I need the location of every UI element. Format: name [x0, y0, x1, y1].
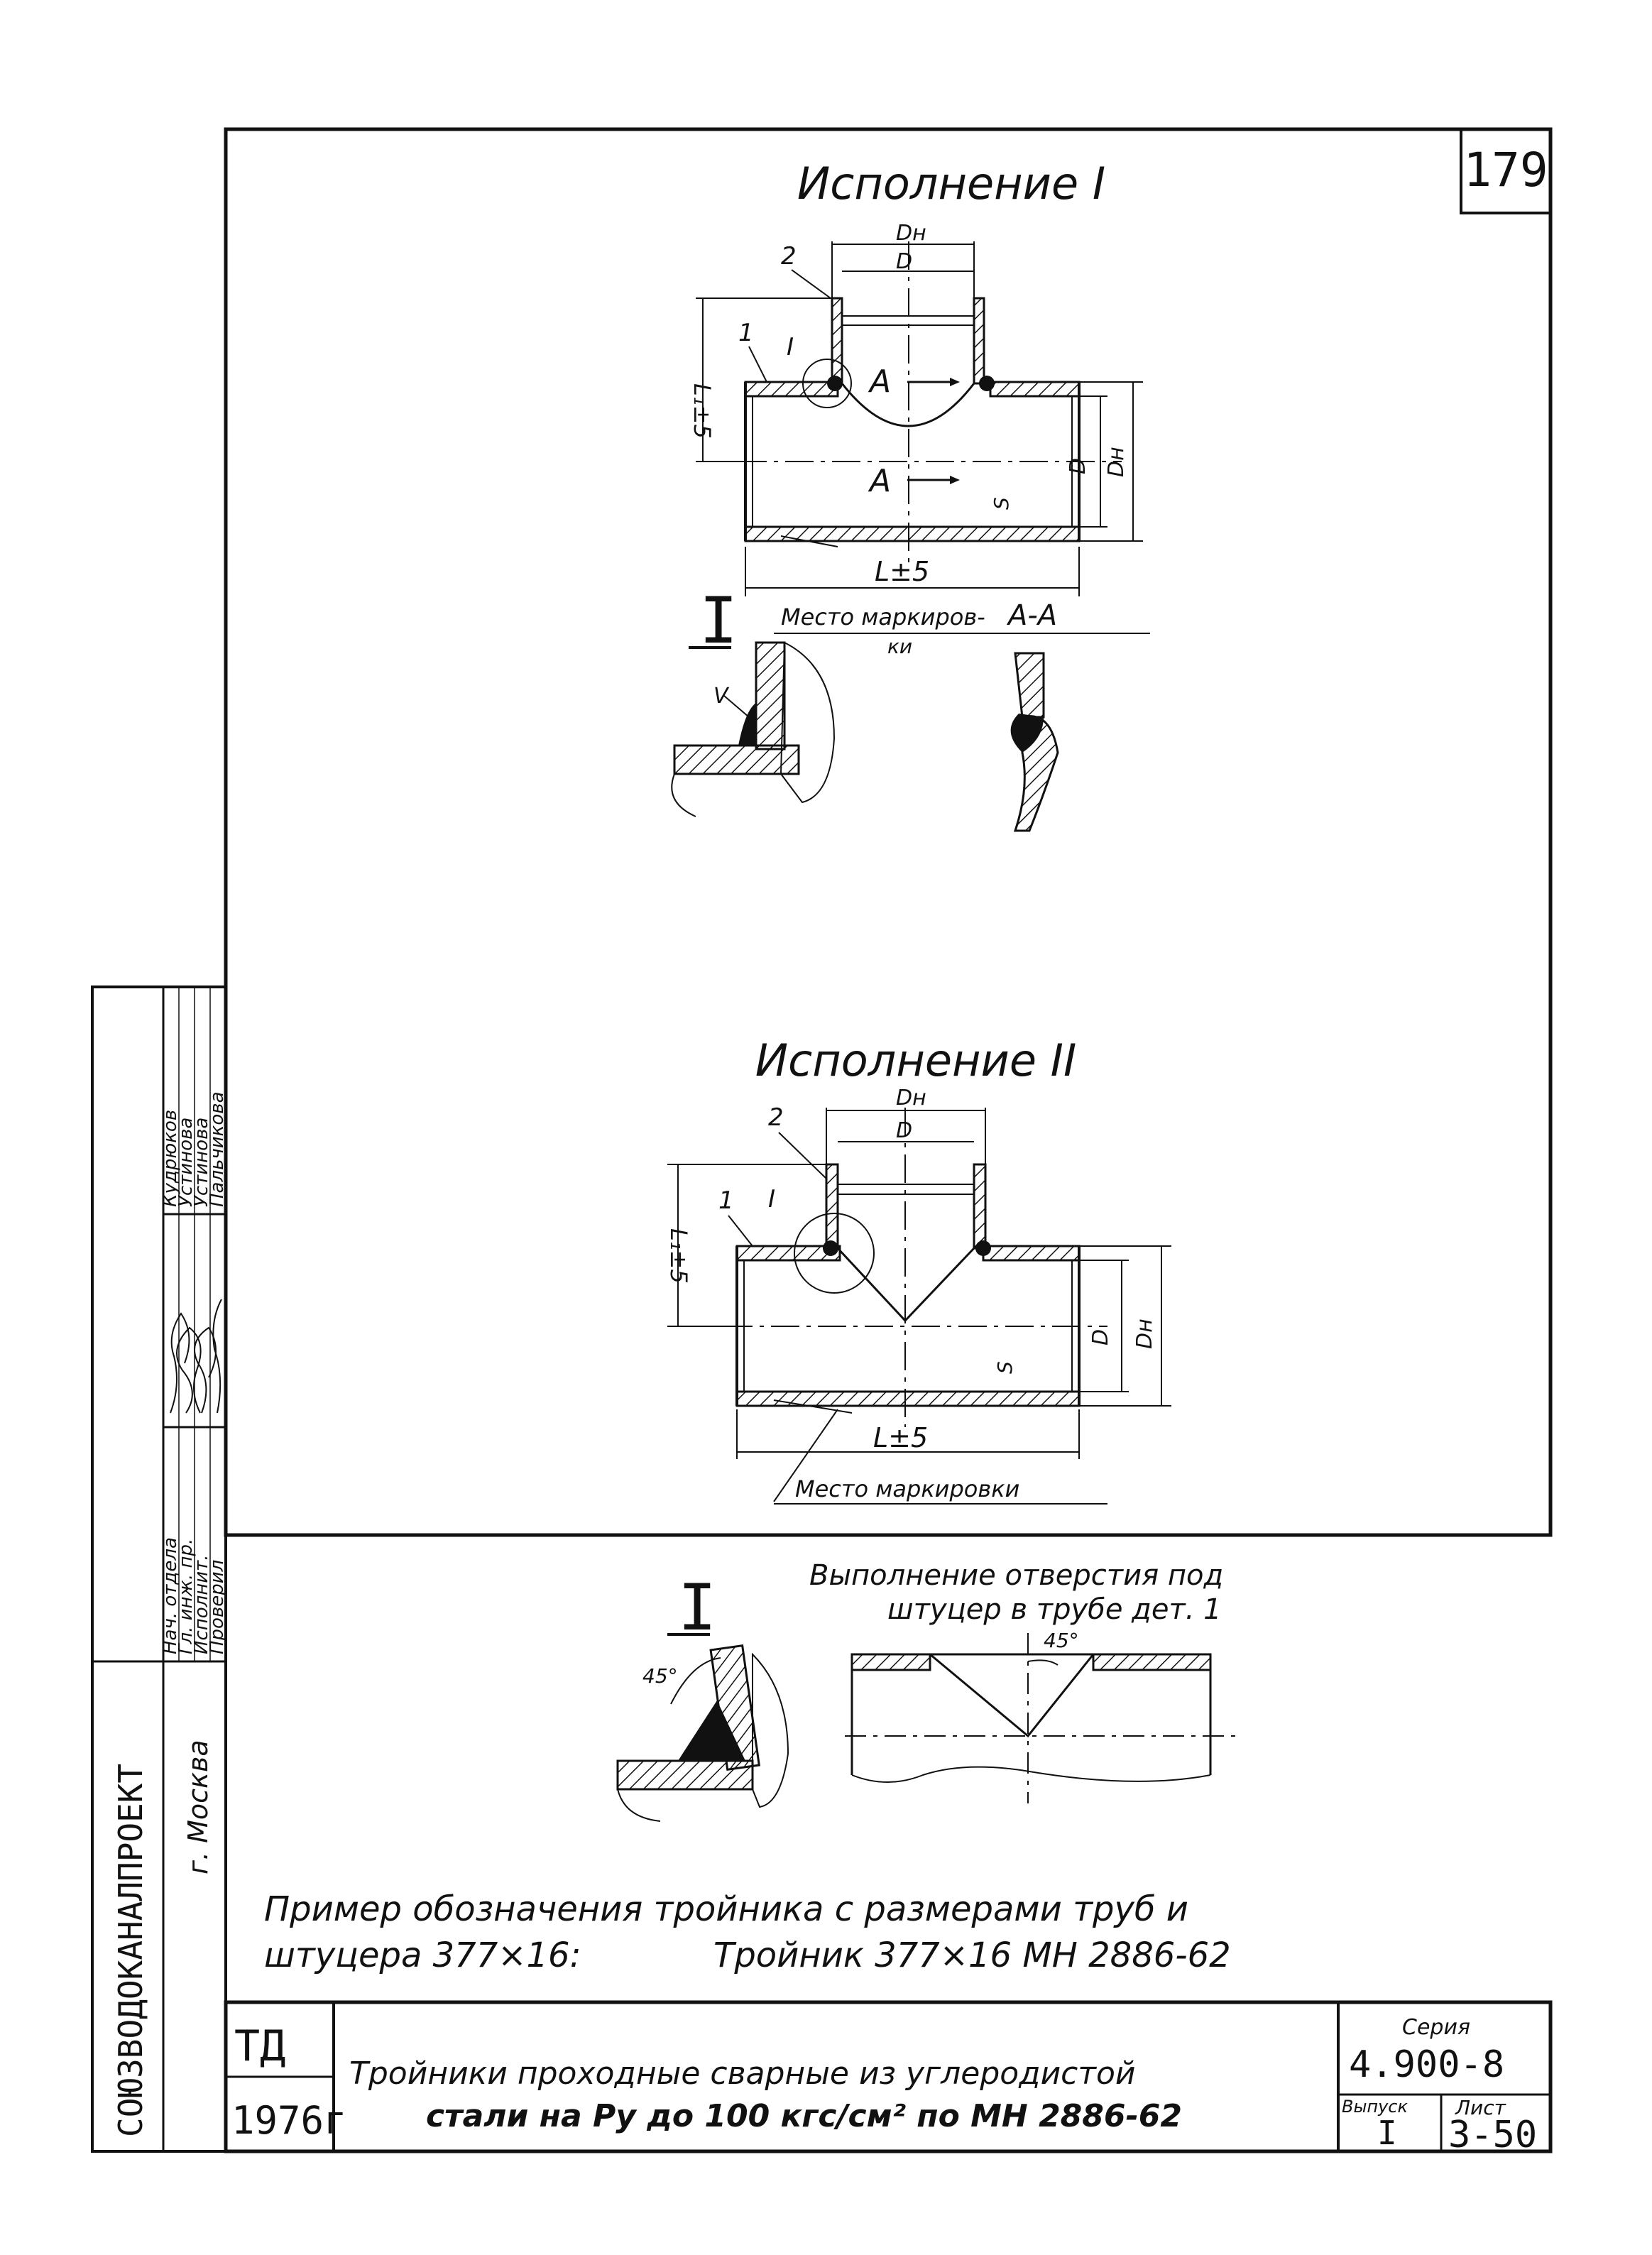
angle-label-hole: 45°: [1044, 1629, 1079, 1652]
dim-l-1: L±5: [875, 556, 929, 587]
part-1-label-2: 1: [718, 1186, 734, 1215]
dim-l-2: L±5: [873, 1422, 928, 1453]
detail-circle: [802, 359, 852, 408]
title-code: ТД: [234, 2021, 285, 2071]
side-signature-block: [91, 985, 227, 2153]
dim-l1-1: L₁±5: [689, 383, 716, 439]
detail-ii-weld-section: 45°: [616, 1644, 789, 1822]
section-aa-drawing: [1010, 652, 1059, 832]
dim-dn-1: Dн: [896, 221, 926, 246]
title-line1: Тройники проходные сварные из углеродист…: [349, 2055, 1136, 2092]
example-line2a: штуцера 377×16:: [264, 1935, 581, 1975]
dim-d-1: D: [896, 249, 912, 274]
weld-mark: V: [713, 684, 730, 709]
side-role-1: Нач. отдела: [160, 1537, 181, 1654]
sheet-label: Лист: [1455, 2096, 1506, 2119]
weld-right: [979, 376, 995, 391]
series-label: Серия: [1402, 2015, 1470, 2040]
marking-note-1b: ки: [887, 635, 912, 658]
side-name-4: Пальчикова: [207, 1091, 228, 1207]
main-pipe-top-wall-right: [989, 381, 1081, 398]
detail-label-1: I: [787, 333, 794, 361]
detail-i-big-label-1: I: [699, 584, 738, 658]
sheet-number: 3-50: [1448, 2114, 1537, 2156]
dim-dn-right-2: Dн: [1132, 1318, 1157, 1349]
side-city: г. Москва: [182, 1740, 214, 1874]
section-letter-bottom: А: [868, 463, 891, 499]
example-line2b: Тройник 377×16 МН 2886-62: [713, 1935, 1231, 1975]
dim-d-right-2: D: [1088, 1329, 1113, 1345]
main-pipe-top-wall-left: [744, 381, 839, 398]
side-name-2: Устинова: [175, 1118, 197, 1207]
page-number-box: [1460, 128, 1552, 214]
detail-label-2: I: [768, 1185, 775, 1213]
variant-1-title: Исполнение I: [797, 158, 1105, 209]
sheet-frame: [224, 127, 1553, 1537]
page-number: 179: [1463, 143, 1548, 197]
weld-left: [827, 376, 843, 391]
title-year: 1976г: [231, 2098, 347, 2143]
side-name-1: Кудрюков: [160, 1110, 181, 1207]
side-role-2: Гл. инж. пр.: [175, 1539, 197, 1654]
section-letter-top: А: [868, 364, 891, 400]
hole-note-line1: Выполнение отверстия под: [809, 1559, 1223, 1592]
series-number: 4.900-8: [1349, 2043, 1504, 2086]
issue-number: I: [1377, 2114, 1397, 2152]
hole-cut-view: 45°: [845, 1629, 1235, 1803]
detail-circle-2: [794, 1213, 875, 1294]
dim-dn-right-1: Dн: [1104, 447, 1129, 477]
side-role-4: Проверил: [207, 1560, 228, 1654]
dim-l1-2: L₁±5: [665, 1228, 692, 1284]
signatures: [170, 1299, 222, 1414]
example-line1: Пример обозначения тройника с размерами …: [264, 1889, 1188, 1929]
side-role-3: Исполнит.: [191, 1554, 212, 1654]
marking-note-2: Место маркировки: [795, 1475, 1019, 1502]
hole-note-line2: штуцер в трубе дет. 1: [887, 1593, 1222, 1626]
title-line2: стали на Ру до 100 кгс/см² по МН 2886-62: [426, 2098, 1182, 2134]
tee-variant-1: А А Dн D L₁±5 D Dн S L±5 2 1 I: [689, 221, 1143, 596]
dim-s-1: S: [990, 497, 1013, 510]
dim-dn-2: Dн: [896, 1086, 926, 1110]
variant-2-title: Исполнение II: [755, 1034, 1077, 1086]
angle-label-detail: 45°: [642, 1664, 678, 1688]
branch-wall-left: [831, 297, 843, 385]
issue-label: Выпуск: [1342, 2097, 1408, 2117]
part-2-label-1: 2: [781, 242, 797, 271]
side-name-3: Устинова: [191, 1118, 212, 1207]
branch-wall-right: [973, 297, 985, 385]
detail-i-big-label-2: I: [678, 1571, 716, 1645]
tee-variant-2: Dн D L₁±5 D Dн S L±5 2 1 I: [665, 1086, 1171, 1502]
detail-i-weld-section: V: [671, 641, 836, 817]
dim-s-2: S: [993, 1361, 1017, 1374]
part-2-label-2: 2: [768, 1103, 784, 1132]
dim-d-right-1: D: [1066, 458, 1090, 474]
part-1-label-1: 1: [738, 319, 754, 347]
side-org: СОЮЗВОДОКАНАЛПРОЕКТ: [111, 1764, 150, 2137]
dim-d-2: D: [896, 1118, 912, 1143]
section-aa-label: А-А: [1006, 599, 1057, 632]
marking-note-1a: Место маркиров-: [781, 604, 985, 630]
